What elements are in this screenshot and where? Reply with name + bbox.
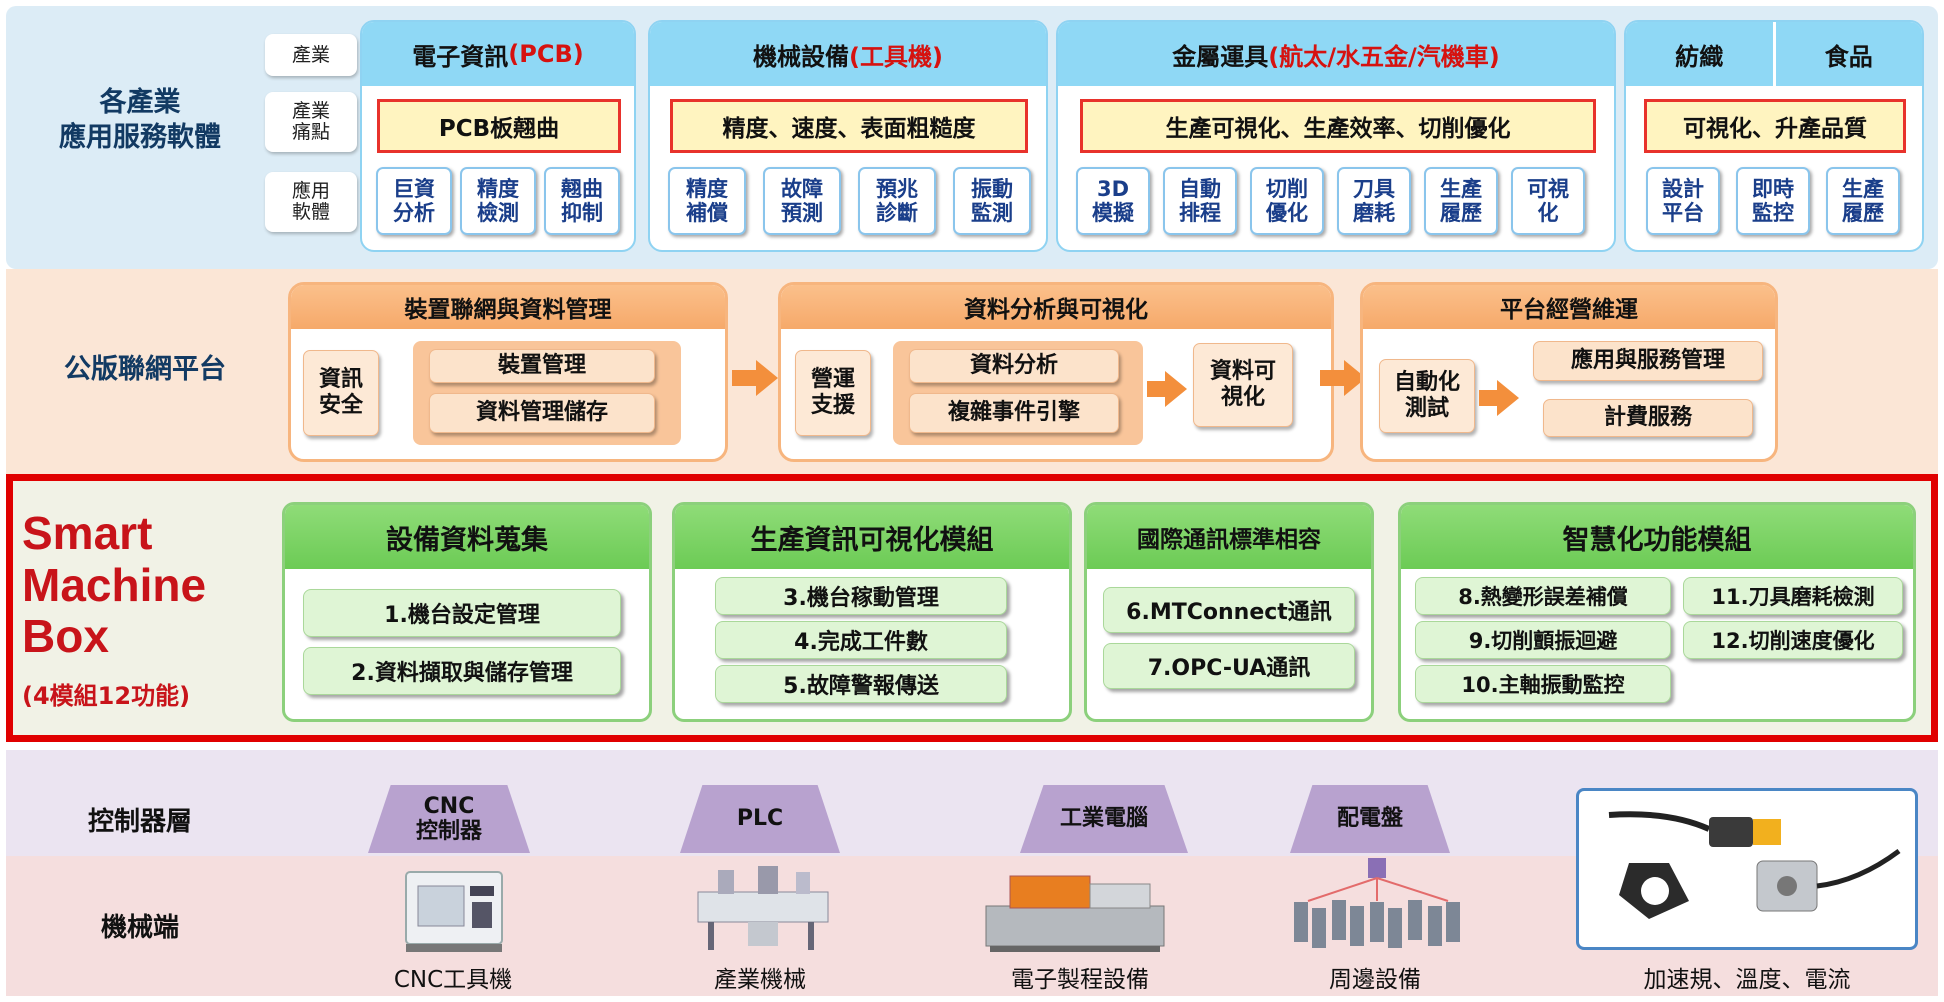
sensors-box <box>1576 788 1918 950</box>
machine-layer-label: 機械端 <box>100 913 179 943</box>
data-management-storage[interactable]: 資料管理儲存 <box>429 393 655 433</box>
function-item[interactable]: 1.機台設定管理 <box>303 589 621 637</box>
tag-pain-point: 產業 痛點 <box>265 92 357 152</box>
smb-module-visualization: 生產資訊可視化模組 3.機台稼動管理 4.完成工件數 5.故障警報傳送 <box>672 502 1072 722</box>
pain-point-box: 生產可視化、生產效率、切削優化 <box>1080 99 1596 153</box>
app-precision-inspection[interactable]: 精度 檢測 <box>460 167 536 235</box>
pain-point-box: 精度、速度、表面粗糙度 <box>670 99 1028 153</box>
auto-test-box[interactable]: 自動化 測試 <box>1379 359 1475 433</box>
function-item[interactable]: 3.機台稼動管理 <box>715 577 1007 615</box>
function-item[interactable]: 7.OPC-UA通訊 <box>1103 643 1355 689</box>
smb-module-smart-functions: 智慧化功能模組 8.熱變形誤差補償 11.刀具磨耗檢測 9.切削顫振迴避 12.… <box>1398 502 1916 722</box>
tag-industry: 產業 <box>265 34 357 76</box>
machine-label-sensors: 加速規、溫度、電流 <box>1643 967 1851 993</box>
smb-highlight-frame <box>6 474 1938 742</box>
app-vibration-monitoring[interactable]: 振動 監測 <box>953 167 1031 235</box>
app-precision-compensation[interactable]: 精度 補償 <box>668 167 746 235</box>
arrow-shaft <box>1320 370 1344 386</box>
function-item[interactable]: 9.切削顫振迴避 <box>1415 621 1671 659</box>
app-design-platform[interactable]: 設計 平台 <box>1646 167 1720 235</box>
app-predictive-diagnosis[interactable]: 預兆 診斷 <box>858 167 936 235</box>
module-title: 智慧化功能模組 <box>1401 505 1913 569</box>
panel-title: 平台經營維運 <box>1363 285 1775 329</box>
controller-ipc[interactable]: 工業電腦 <box>1020 785 1188 853</box>
industrial-machine-image <box>697 866 829 950</box>
platform-layer-label: 公版聯網平台 <box>64 354 226 385</box>
app-warp-suppression[interactable]: 翹曲 抑制 <box>544 167 620 235</box>
platform-panel-analysis: 資料分析與可視化 營運 支援 資料分析 複雜事件引擎 資料可 視化 <box>778 282 1334 462</box>
app-production-history[interactable]: 生產 履歷 <box>1826 167 1900 235</box>
arrow-shaft <box>1479 390 1497 406</box>
ops-support-box[interactable]: 營運 支援 <box>795 350 871 436</box>
billing-service[interactable]: 計費服務 <box>1543 399 1753 437</box>
panel-title: 電子資訊(PCB) <box>362 22 634 86</box>
tab-textile: 紡織 <box>1626 22 1776 86</box>
function-item[interactable]: 5.故障警報傳送 <box>715 665 1007 703</box>
panel-title: 機械設備(工具機) <box>650 22 1046 86</box>
data-visualization-box[interactable]: 資料可 視化 <box>1193 343 1293 427</box>
panel-title: 裝置聯網與資料管理 <box>291 285 725 329</box>
pain-point-box: PCB板翹曲 <box>377 99 621 153</box>
data-analysis[interactable]: 資料分析 <box>909 349 1119 383</box>
app-realtime-monitoring[interactable]: 即時 監控 <box>1736 167 1810 235</box>
tab-food: 食品 <box>1775 22 1922 86</box>
arrow-right-icon <box>756 360 778 396</box>
industry-panel-pcb: 電子資訊(PCB) PCB板翹曲 巨資 分析 精度 檢測 翹曲 抑制 <box>360 20 636 252</box>
module-title: 設備資料蒐集 <box>285 505 649 569</box>
tag-app-software: 應用 軟體 <box>265 172 357 232</box>
function-item[interactable]: 12.切削速度優化 <box>1683 621 1903 659</box>
arrow-shaft <box>1147 381 1165 397</box>
panel-title: 金屬運具(航太/水五金/汽機車) <box>1058 22 1614 86</box>
arrow-shaft <box>732 370 756 386</box>
platform-panel-operations: 平台經營維運 自動化 測試 應用與服務管理 計費服務 <box>1360 282 1778 462</box>
industry-panel-metal: 金屬運具(航太/水五金/汽機車) 生產可視化、生產效率、切削優化 3D 模擬 自… <box>1056 20 1616 252</box>
app-big-data-analysis[interactable]: 巨資 分析 <box>376 167 452 235</box>
machine-label-cnc: CNC工具機 <box>393 967 513 993</box>
function-item[interactable]: 2.資料擷取與儲存管理 <box>303 647 621 695</box>
controller-layer-label: 控制器層 <box>87 807 192 837</box>
module-title: 國際通訊標準相容 <box>1087 505 1371 569</box>
app-3d-simulation[interactable]: 3D 模擬 <box>1076 167 1150 235</box>
sensors-image <box>1608 811 1901 919</box>
app-service-management[interactable]: 應用與服務管理 <box>1533 341 1763 381</box>
panel-title: 資料分析與可視化 <box>781 285 1331 329</box>
info-security-box[interactable]: 資訊 安全 <box>303 350 379 436</box>
arrow-right-icon <box>1497 380 1519 416</box>
smb-sublabel: (4模組12功能) <box>22 682 191 710</box>
industry-layer-label: 各產業 應用服務軟體 <box>59 87 221 154</box>
app-production-history[interactable]: 生產 履歷 <box>1424 167 1498 235</box>
controller-distribution-panel[interactable]: 配電盤 <box>1290 785 1450 853</box>
function-item[interactable]: 6.MTConnect通訊 <box>1103 587 1355 633</box>
industry-panel-textile-food: 紡織 食品 可視化、升產品質 設計 平台 即時 監控 生產 履歷 <box>1624 20 1924 252</box>
function-item[interactable]: 4.完成工件數 <box>715 621 1007 659</box>
complex-event-engine[interactable]: 複雜事件引擎 <box>909 393 1119 433</box>
module-title: 生產資訊可視化模組 <box>675 505 1069 569</box>
cnc-machine-image <box>405 871 503 952</box>
pain-point-box: 可視化、升產品質 <box>1644 99 1906 153</box>
smb-label: Smart Machine Box <box>22 507 207 663</box>
industry-panel-machinery: 機械設備(工具機) 精度、速度、表面粗糙度 精度 補償 故障 預測 預兆 診斷 … <box>648 20 1048 252</box>
app-auto-scheduling[interactable]: 自動 排程 <box>1163 167 1237 235</box>
app-tool-wear[interactable]: 刀具 磨耗 <box>1337 167 1411 235</box>
smb-module-data-collection: 設備資料蒐集 1.機台設定管理 2.資料擷取與儲存管理 <box>282 502 652 722</box>
controller-plc[interactable]: PLC <box>680 785 840 853</box>
panel-title: 紡織 食品 <box>1626 22 1922 86</box>
function-item[interactable]: 11.刀具磨耗檢測 <box>1683 577 1903 615</box>
controller-cnc[interactable]: CNC 控制器 <box>368 785 530 853</box>
app-fault-prediction[interactable]: 故障 預測 <box>763 167 841 235</box>
machine-label-peripheral: 周邊設備 <box>1329 967 1421 993</box>
app-visualization[interactable]: 可視 化 <box>1511 167 1585 235</box>
function-item[interactable]: 10.主軸振動監控 <box>1415 665 1671 703</box>
function-item[interactable]: 8.熱變形誤差補償 <box>1415 577 1671 615</box>
machine-label-electronics: 電子製程設備 <box>1011 967 1149 993</box>
device-management[interactable]: 裝置管理 <box>429 349 655 383</box>
machine-label-industrial: 產業機械 <box>714 967 806 993</box>
smb-module-standards: 國際通訊標準相容 6.MTConnect通訊 7.OPC-UA通訊 <box>1084 502 1374 722</box>
platform-panel-device-data: 裝置聯網與資料管理 資訊 安全 裝置管理 資料管理儲存 <box>288 282 728 462</box>
app-cutting-optimization[interactable]: 切削 優化 <box>1250 167 1324 235</box>
electronics-equipment-image <box>985 875 1165 952</box>
peripheral-equipment-image <box>1294 858 1460 948</box>
arrow-right-icon <box>1165 371 1187 407</box>
